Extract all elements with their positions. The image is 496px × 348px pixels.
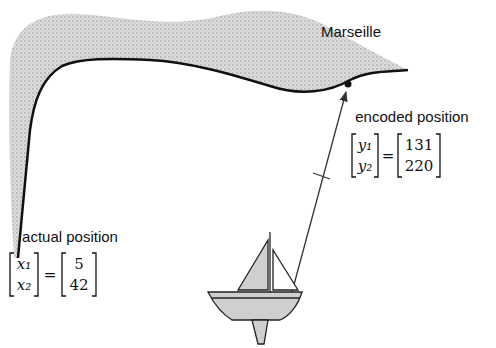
equals-sign: =: [382, 149, 395, 164]
vector-entry: 5: [74, 257, 84, 272]
vector-entry: 131: [405, 138, 434, 153]
course-arrow: [292, 92, 346, 292]
city-name: Marseille: [321, 24, 381, 39]
land-region: [9, 11, 408, 258]
coastline: [18, 59, 408, 258]
equals-sign: =: [44, 268, 57, 283]
sailboat: [208, 232, 302, 344]
caption-label: encoded position: [355, 109, 468, 124]
vector-entry: 42: [69, 278, 88, 293]
caption-label: actual position: [22, 229, 118, 244]
vector-entry: y₁: [358, 138, 373, 153]
vector-entry: x₁: [17, 257, 31, 272]
vector-entry: x₂: [17, 278, 31, 293]
tick-mark: [313, 173, 330, 179]
vector-entry: 220: [405, 159, 434, 174]
vector-entry: y₂: [358, 159, 373, 174]
vector-brackets: [10, 134, 440, 296]
city-dot: [345, 81, 352, 88]
